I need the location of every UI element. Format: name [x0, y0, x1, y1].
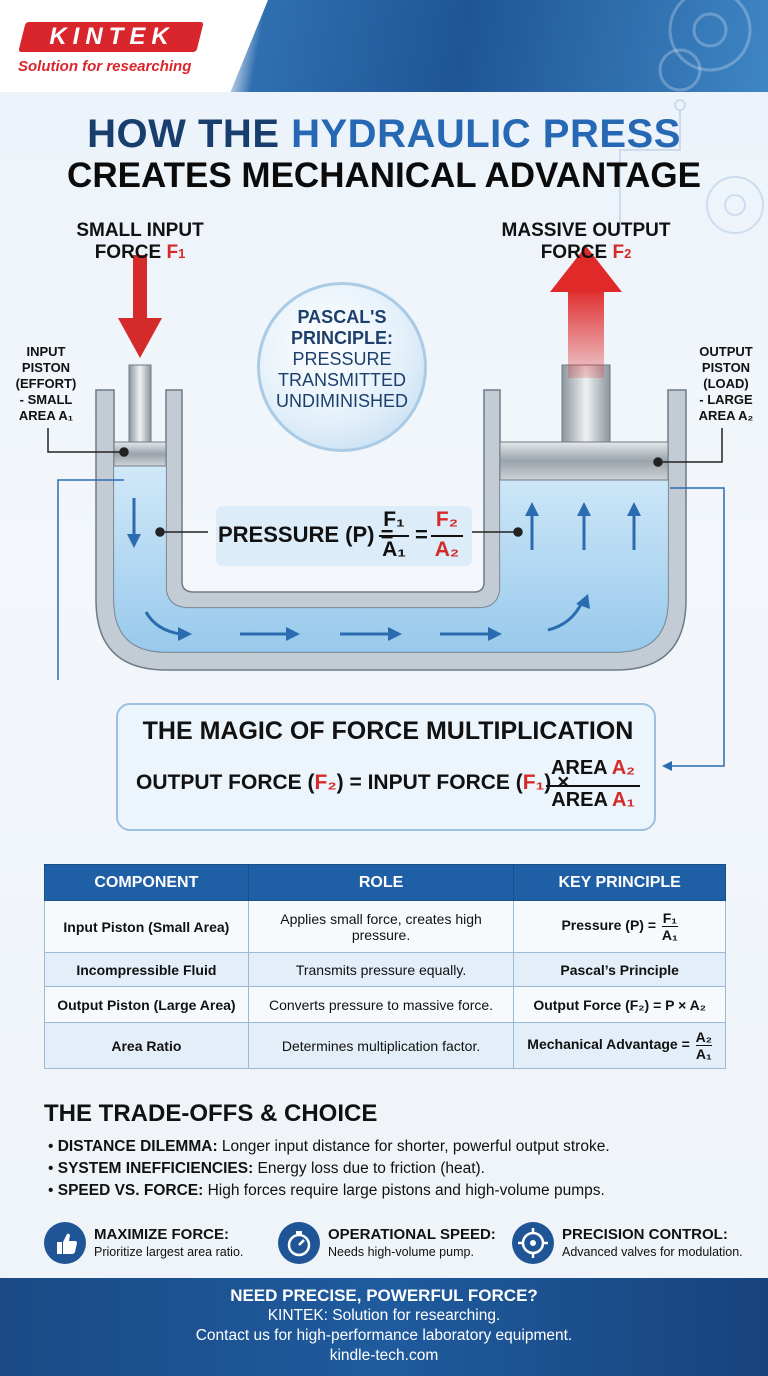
gear-decoration-icon — [619, 0, 764, 234]
footer-headline: NEED PRECISE, POWERFUL FORCE? — [230, 1286, 538, 1305]
table-row: Input Piston (Small Area) Applies small … — [44, 900, 726, 953]
column-header: KEY PRINCIPLE — [513, 864, 726, 901]
page-title-line1: HOW THE HYDRAULIC PRESS — [87, 112, 681, 156]
input-force-label: SMALL INPUT FORCE F1 — [76, 220, 204, 263]
column-header: COMPONENT — [44, 864, 249, 901]
column-header: ROLE — [247, 864, 515, 901]
force-multiplication-box: THE MAGIC OF FORCE MULTIPLICATION OUTPUT… — [116, 703, 656, 831]
footer-line1: KINTEK: Solution for researching. — [267, 1307, 501, 1324]
hydraulic-press-diagram — [47, 246, 723, 680]
stopwatch-icon — [278, 1222, 320, 1264]
output-force-label: MASSIVE OUTPUT FORCE F2 — [501, 220, 671, 263]
table-row: Incompressible Fluid Transmits pressure … — [44, 952, 726, 987]
component-table: COMPONENT ROLE KEY PRINCIPLE Input Pisto… — [44, 864, 726, 1069]
thumbs-up-icon — [44, 1222, 86, 1264]
tradeoffs-list: • DISTANCE DILEMMA: Longer input distanc… — [48, 1136, 610, 1202]
footer-line2: Contact us for high-performance laborato… — [195, 1327, 573, 1344]
list-item: • DISTANCE DILEMMA: Longer input distanc… — [48, 1138, 610, 1155]
logo-tagline: Solution for researching — [18, 58, 192, 75]
connector-right — [662, 487, 725, 771]
tradeoffs-title: THE TRADE-OFFS & CHOICE — [44, 1100, 378, 1127]
list-item: • SPEED VS. FORCE: High forces require l… — [48, 1182, 605, 1199]
footer-url-link[interactable]: kindle-tech.com — [329, 1347, 439, 1364]
table-row: Area Ratio Determines multiplication fac… — [44, 1022, 726, 1069]
table-header-row: COMPONENT ROLE KEY PRINCIPLE — [44, 864, 726, 901]
list-item: • SYSTEM INEFFICIENCIES: Energy loss due… — [48, 1160, 485, 1177]
page-title-line2: CREATES MECHANICAL ADVANTAGE — [67, 156, 701, 195]
force-multiplication-formula: OUTPUT FORCE (F₂) = INPUT FORCE (F₁) × — [136, 771, 570, 794]
crosshair-icon — [512, 1222, 554, 1264]
pressure-formula: PRESSURE (P) = F₁ A₁ = F₂ A₂ — [216, 506, 472, 566]
footer: NEED PRECISE, POWERFUL FORCE? KINTEK: So… — [0, 1278, 768, 1376]
logo-text: KINTEK — [49, 23, 175, 50]
table-row: Output Piston (Large Area) Converts pres… — [44, 986, 726, 1023]
pascal-principle-bubble: PASCAL'S PRINCIPLE: PRESSURE TRANSMITTED… — [257, 282, 427, 452]
